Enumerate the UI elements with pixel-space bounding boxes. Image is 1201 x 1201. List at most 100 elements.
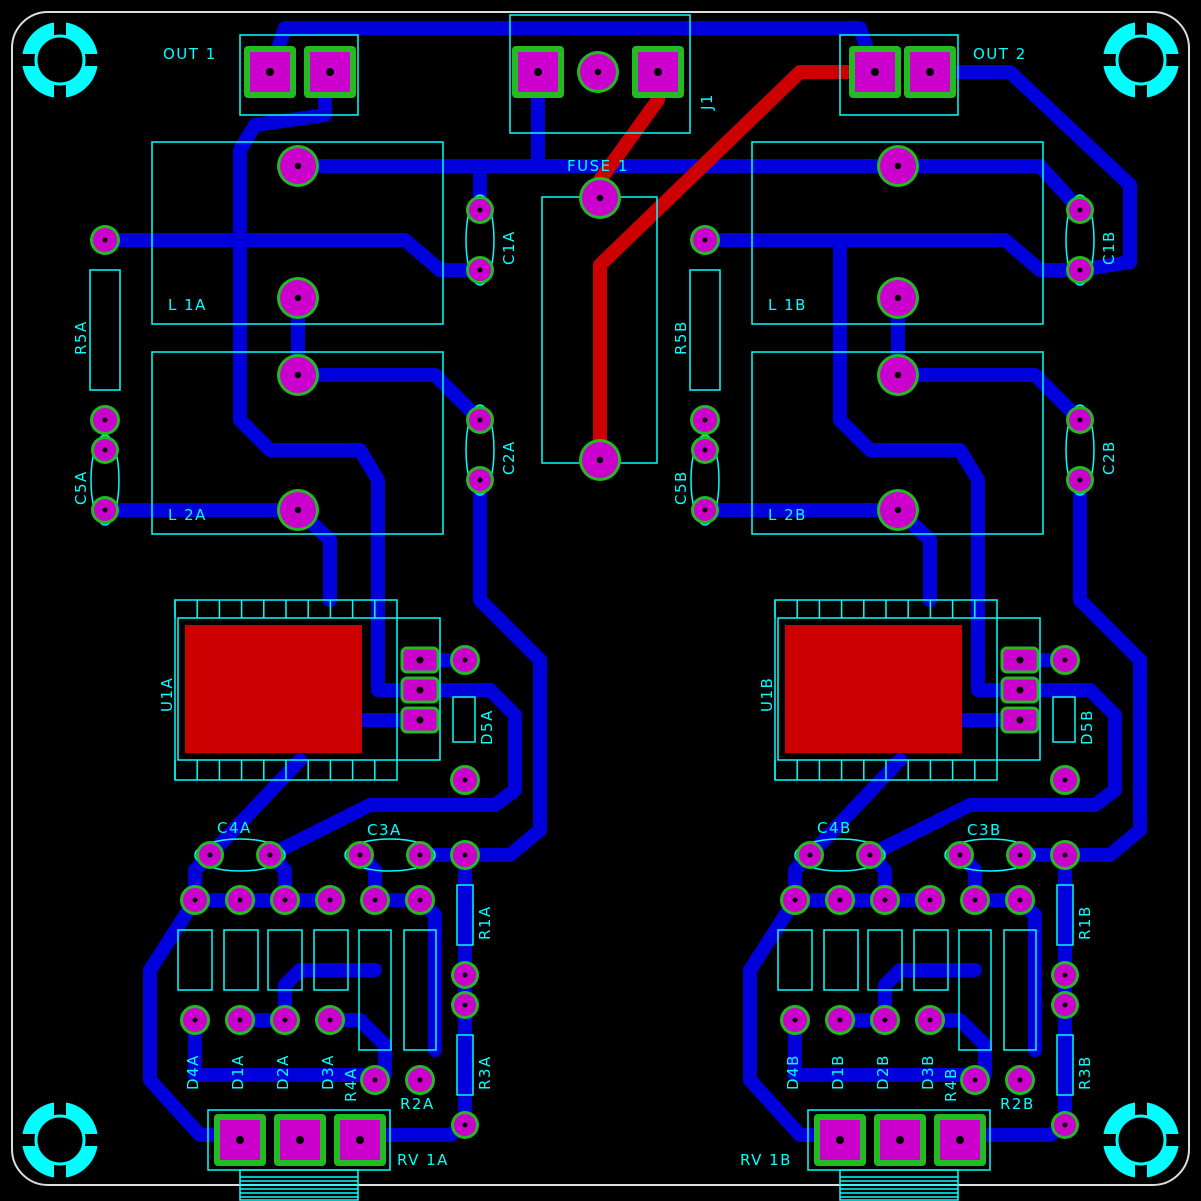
mounting-holes bbox=[22, 22, 1179, 1178]
label-r5a: R5A bbox=[72, 320, 90, 355]
pad-drill bbox=[871, 68, 879, 76]
label-l1b: L 1B bbox=[768, 296, 807, 314]
label-c1a: C1A bbox=[500, 230, 518, 265]
label-d5b: D5B bbox=[1078, 709, 1096, 745]
pad-drill bbox=[927, 1017, 933, 1023]
mounting-hole-icon bbox=[1103, 1102, 1179, 1178]
pad-drill bbox=[1062, 1122, 1068, 1128]
pad-drill bbox=[894, 162, 902, 170]
pad-drill bbox=[926, 68, 934, 76]
pad-drill bbox=[372, 1077, 378, 1083]
label-c4b: C4B bbox=[817, 819, 852, 837]
pad-drill bbox=[1016, 716, 1024, 724]
pad-drill bbox=[1062, 852, 1068, 858]
pad-drill bbox=[282, 897, 288, 903]
pad-drill bbox=[534, 68, 542, 76]
label-fuse1: FUSE 1 bbox=[567, 157, 629, 175]
label-u1a: U1A bbox=[158, 677, 176, 712]
pad-drill bbox=[594, 68, 602, 76]
label-c3a: C3A bbox=[367, 821, 402, 839]
label-d4b: D4B bbox=[784, 1054, 802, 1090]
pad-drill bbox=[237, 1017, 243, 1023]
pad-drill bbox=[102, 447, 108, 453]
pad-drill bbox=[237, 897, 243, 903]
label-d3b: D3B bbox=[919, 1054, 937, 1090]
label-r1b: R1B bbox=[1076, 905, 1094, 940]
label-r3b: R3B bbox=[1076, 1055, 1094, 1090]
pad-drill bbox=[1017, 897, 1023, 903]
label-c5b: C5B bbox=[672, 470, 690, 505]
pad-drill bbox=[102, 237, 108, 243]
pad-drill bbox=[462, 777, 468, 783]
pad-drill bbox=[294, 371, 302, 379]
pad-drill bbox=[282, 1017, 288, 1023]
label-r5b: R5B bbox=[672, 320, 690, 355]
pad-drill bbox=[702, 417, 708, 423]
label-c5a: C5A bbox=[72, 470, 90, 505]
pad-drill bbox=[416, 686, 424, 694]
label-d2a: D2A bbox=[274, 1054, 292, 1090]
pad-drill bbox=[236, 1136, 244, 1144]
label-c2a: C2A bbox=[500, 440, 518, 475]
label-l2b: L 2B bbox=[768, 506, 807, 524]
label-u1b: U1B bbox=[758, 677, 776, 712]
pad-drill bbox=[807, 852, 813, 858]
label-d4a: D4A bbox=[184, 1054, 202, 1090]
regulator-heatsink-ticks bbox=[174, 600, 976, 1198]
label-r2a: R2A bbox=[400, 1095, 435, 1113]
mounting-hole-icon bbox=[22, 22, 98, 98]
label-j1: J1 bbox=[698, 93, 716, 111]
label-d1a: D1A bbox=[229, 1054, 247, 1090]
pad-drill bbox=[836, 1136, 844, 1144]
pad-drill bbox=[1016, 656, 1024, 664]
label-r4b: R4B bbox=[942, 1067, 960, 1102]
pad-drill bbox=[462, 657, 468, 663]
label-c3b: C3B bbox=[967, 821, 1002, 839]
label-c4a: C4A bbox=[217, 819, 252, 837]
pad-drill bbox=[882, 1017, 888, 1023]
label-r1a: R1A bbox=[476, 905, 494, 940]
pad-drill bbox=[207, 852, 213, 858]
pad-drill bbox=[357, 852, 363, 858]
pad-drill bbox=[1077, 267, 1083, 273]
pad-drill bbox=[957, 852, 963, 858]
pad-drill bbox=[654, 68, 662, 76]
pad-drill bbox=[1062, 1002, 1068, 1008]
pad-drill bbox=[882, 897, 888, 903]
pad-drill bbox=[294, 506, 302, 514]
pad-drill bbox=[894, 506, 902, 514]
pad-drill bbox=[294, 162, 302, 170]
pad-drill bbox=[894, 371, 902, 379]
pad-drill bbox=[267, 852, 273, 858]
board-outline bbox=[11, 11, 1190, 1186]
label-r2b: R2B bbox=[1000, 1095, 1035, 1113]
label-c1b: C1B bbox=[1100, 230, 1118, 265]
pad-drill bbox=[417, 897, 423, 903]
pad-drill bbox=[477, 477, 483, 483]
pad-drill bbox=[372, 897, 378, 903]
label-out2: OUT 2 bbox=[973, 45, 1027, 63]
mounting-hole-icon bbox=[22, 1102, 98, 1178]
label-c2b: C2B bbox=[1100, 440, 1118, 475]
pad-drill bbox=[477, 417, 483, 423]
pad-drill bbox=[266, 68, 274, 76]
pad-drill bbox=[1077, 207, 1083, 213]
label-d2b: D2B bbox=[874, 1054, 892, 1090]
pad-drill bbox=[294, 294, 302, 302]
pad-drill bbox=[972, 1077, 978, 1083]
pad-drill bbox=[837, 897, 843, 903]
silkscreen-labels: OUT 1 OUT 2 J1 FUSE 1 L 1A L 2A L 1B L 2… bbox=[72, 45, 1118, 1169]
pad-drill bbox=[792, 897, 798, 903]
pad-drill bbox=[792, 1017, 798, 1023]
label-r4a: R4A bbox=[342, 1067, 360, 1102]
pad-drill bbox=[192, 1017, 198, 1023]
pad-drill bbox=[837, 1017, 843, 1023]
pad-drill bbox=[702, 507, 708, 513]
pad-drill bbox=[867, 852, 873, 858]
pad-drill bbox=[894, 294, 902, 302]
pad-drill bbox=[417, 1077, 423, 1083]
pad-drill bbox=[956, 1136, 964, 1144]
pad-drill bbox=[327, 897, 333, 903]
pad-drill bbox=[1017, 1077, 1023, 1083]
pad-drill bbox=[326, 68, 334, 76]
